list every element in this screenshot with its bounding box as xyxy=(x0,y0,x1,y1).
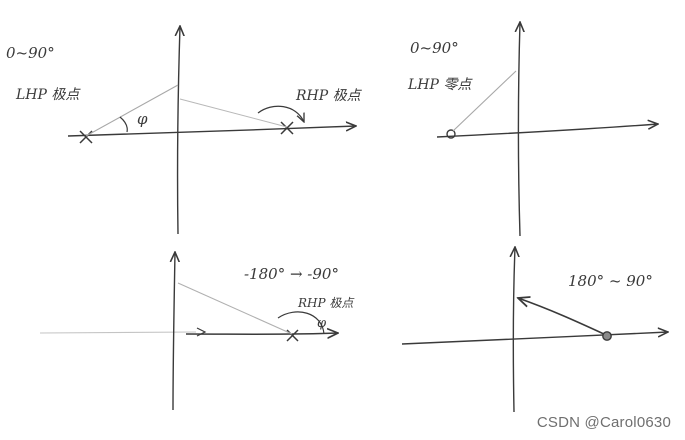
real-axis xyxy=(436,124,658,138)
real-axis-faint xyxy=(39,331,197,334)
angle-phi-label: φ xyxy=(317,316,327,331)
panel-bottom-left: -180° → -90° RHP 极点 φ xyxy=(39,252,355,411)
imaginary-axis xyxy=(513,247,515,413)
real-axis-arrow-mid xyxy=(196,327,207,337)
real-axis xyxy=(185,333,338,334)
zero-vector xyxy=(452,70,517,132)
angle-phi-label: φ xyxy=(137,110,148,128)
phase-range-label: 0~90° xyxy=(6,44,55,62)
imaginary-axis xyxy=(178,26,180,235)
rhp-vector xyxy=(179,98,288,128)
panel-top-left: 0~90° LHP 极点 RHP 极点 φ xyxy=(6,26,363,235)
rhp-pole-label: RHP 极点 xyxy=(295,88,363,104)
real-axis xyxy=(67,126,356,137)
lhp-zero-marker xyxy=(446,129,456,139)
imaginary-axis xyxy=(519,22,521,237)
lhp-angle-arc xyxy=(119,116,128,133)
zero-vector xyxy=(518,298,605,335)
rhp-pole-marker xyxy=(286,329,299,342)
lhp-pole-marker xyxy=(79,130,93,144)
rhp-pole-marker xyxy=(280,121,294,135)
phase-range-label: 0~90° xyxy=(410,39,459,57)
lhp-vector xyxy=(85,84,179,137)
csdn-watermark: CSDN @Carol0630 xyxy=(536,414,671,431)
rhp-pole-label: RHP 极点 xyxy=(297,296,355,310)
imaginary-axis xyxy=(173,252,175,411)
lhp-zero-label: LHP 零点 xyxy=(407,77,473,93)
real-axis xyxy=(401,332,668,345)
panel-top-right: 0~90° LHP 零点 xyxy=(407,22,658,237)
angle-arc xyxy=(277,311,325,335)
lhp-pole-label: LHP 极点 xyxy=(15,87,81,103)
pole-vector xyxy=(177,282,293,335)
rhp-zero-marker xyxy=(602,331,612,341)
rhp-angle-arc xyxy=(257,105,304,122)
panel-bottom-right: 180° ~ 90° xyxy=(401,247,668,413)
phase-range-label: 180° ~ 90° xyxy=(568,272,653,290)
phase-range-label: -180° → -90° xyxy=(244,265,339,283)
